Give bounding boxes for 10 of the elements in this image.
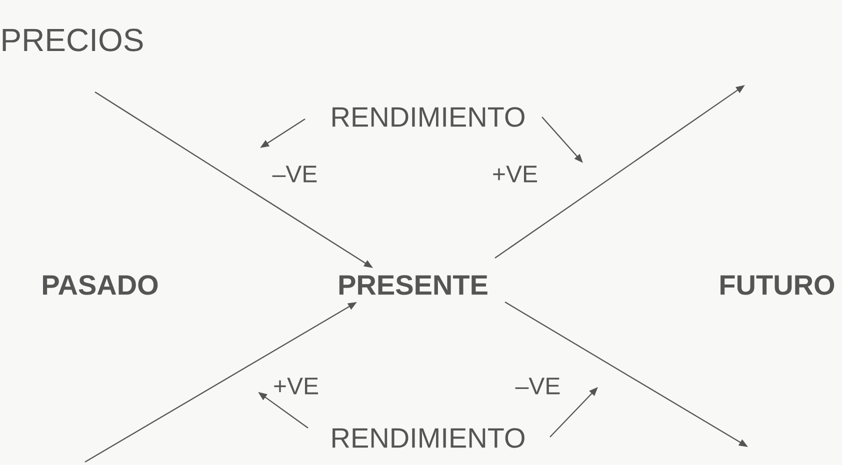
label-text: +VE [274, 378, 318, 394]
center-label: PRESENTE [339, 275, 488, 295]
title: PRECIOS [2, 28, 143, 52]
label-text: –VE [515, 378, 560, 394]
side-label: FUTURO [720, 275, 834, 295]
label-text: RENDIMIENTO [332, 107, 524, 127]
label-text: +VE [493, 166, 537, 182]
label-text: RENDIMIENTO [332, 428, 524, 448]
label-text: –VE [272, 166, 317, 182]
side-label: PASADO [43, 275, 158, 295]
